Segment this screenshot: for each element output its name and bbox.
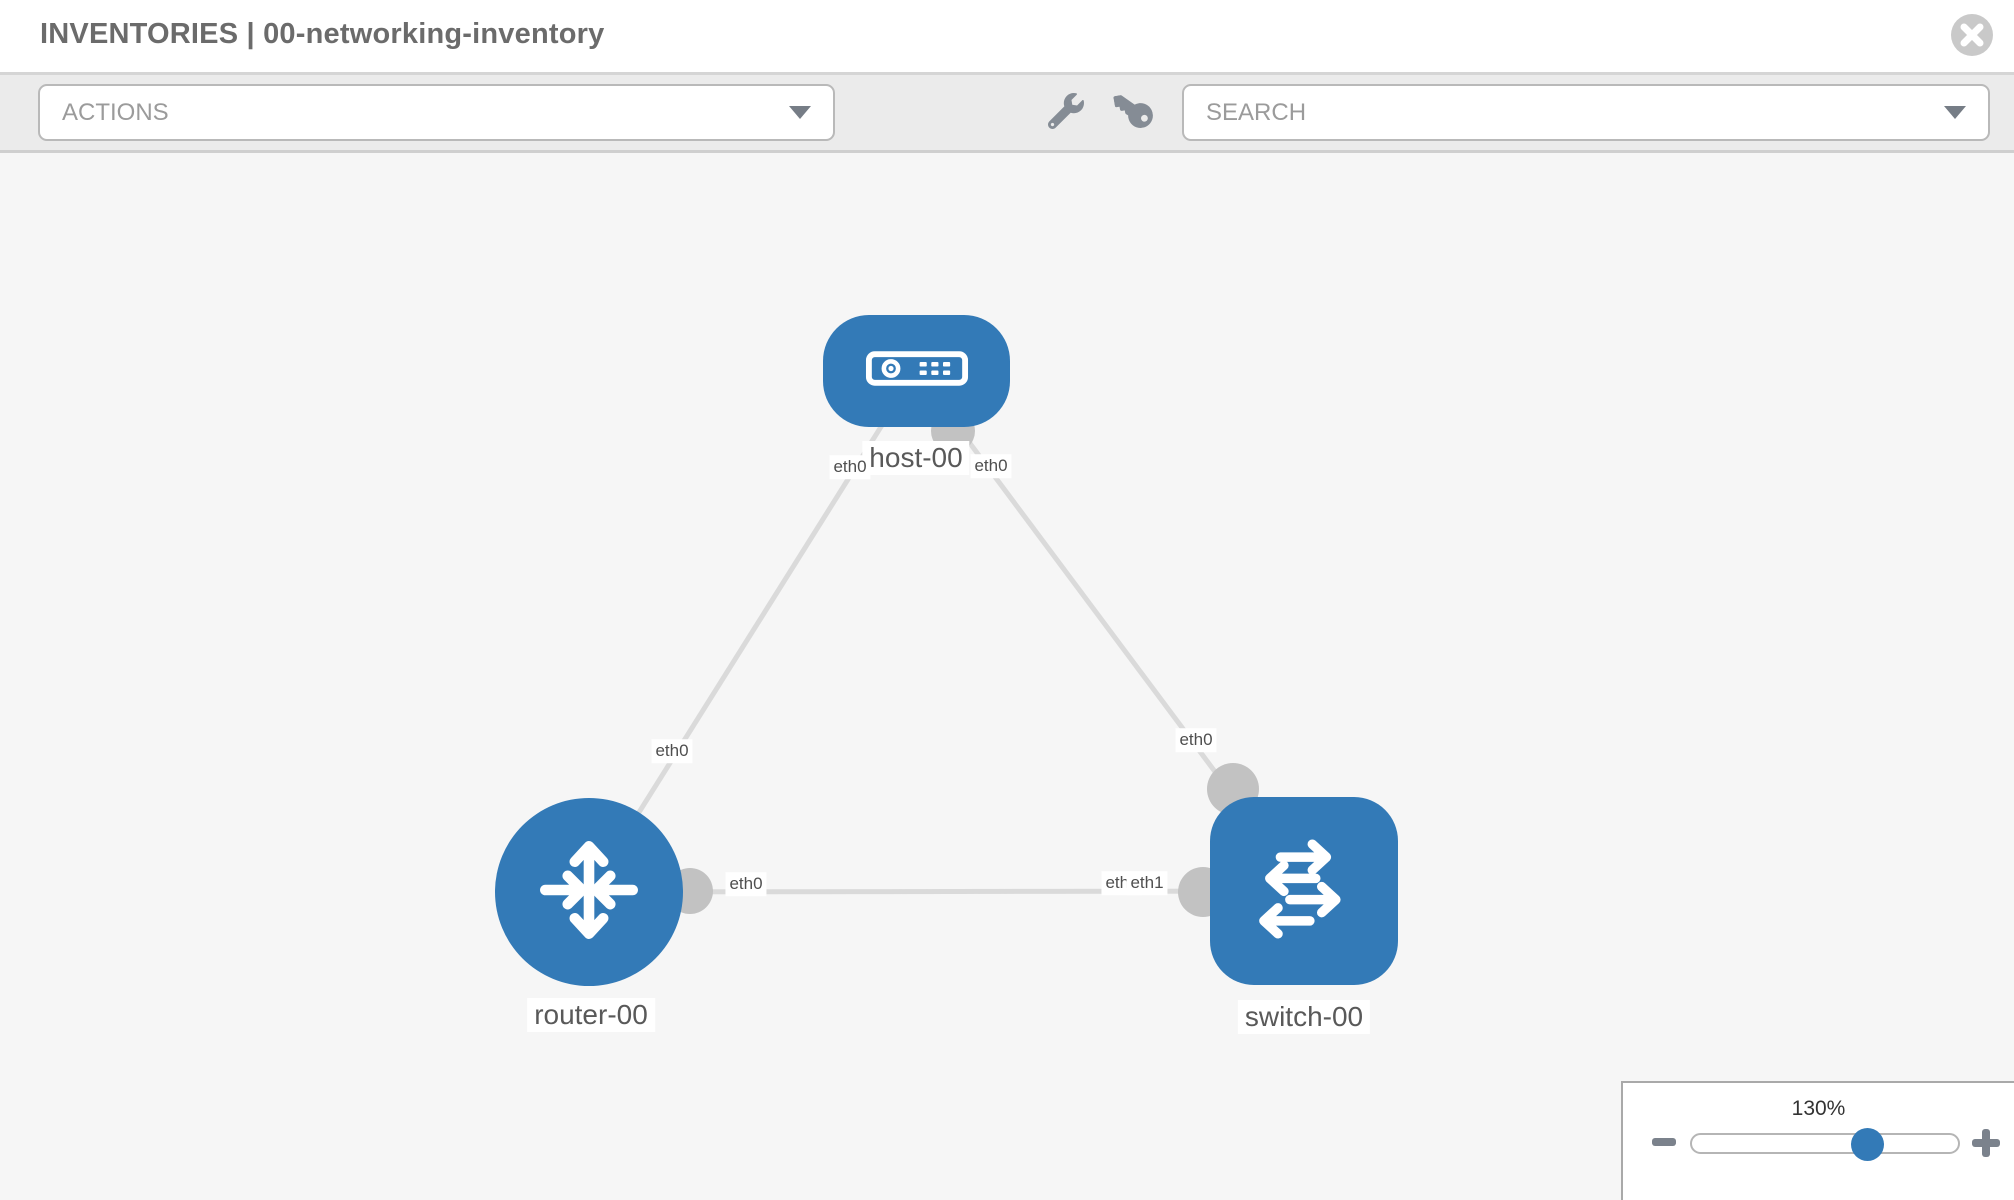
zoom-out-button[interactable] (1652, 1138, 1676, 1146)
page-title: INVENTORIES | 00-networking-inventory (40, 17, 605, 50)
wrench-icon (1047, 93, 1084, 132)
close-icon (1950, 14, 1994, 60)
interface-label: eth0 (970, 454, 1012, 478)
node-switch-00[interactable] (1210, 797, 1398, 985)
router-icon (530, 831, 648, 954)
search-dropdown-label: SEARCH (1206, 98, 1307, 126)
zoom-slider-track[interactable] (1690, 1128, 1960, 1161)
chevron-down-icon (789, 106, 811, 119)
key-button[interactable] (1113, 93, 1154, 133)
zoom-panel: 130% (1621, 1081, 2014, 1200)
wrench-button[interactable] (1046, 93, 1086, 133)
topology-canvas[interactable]: host-00 router-00 switch-00 eth0 eth0 et… (0, 153, 2014, 1200)
interface-label: eth0 (651, 739, 693, 763)
zoom-level: 130% (1791, 1097, 1846, 1120)
host-icon (865, 349, 969, 393)
node-host-00[interactable] (823, 315, 1010, 427)
close-button[interactable] (1950, 13, 1994, 57)
topology-links-layer (586, 369, 1307, 917)
zoom-in-button[interactable] (1972, 1129, 2000, 1157)
node-router-00[interactable] (495, 798, 683, 986)
interface-label: eth1 (1126, 871, 1168, 895)
node-label-router: router-00 (527, 998, 655, 1032)
page-header: INVENTORIES | 00-networking-inventory (0, 0, 2014, 75)
chevron-down-icon (1944, 106, 1966, 119)
actions-dropdown-label: ACTIONS (62, 98, 169, 126)
interface-label: eth0 (725, 872, 767, 896)
interface-label: eth0 (1175, 728, 1217, 752)
interface-label: eth0 (829, 455, 871, 479)
actions-dropdown[interactable]: ACTIONS (38, 84, 835, 141)
node-label-host: host-00 (862, 441, 970, 475)
key-icon (1113, 95, 1153, 132)
search-dropdown[interactable]: SEARCH (1182, 84, 1990, 141)
zoom-slider-thumb[interactable] (1851, 1128, 1884, 1161)
toolbar: ACTIONS SEARCH (0, 75, 2014, 153)
switch-icon (1245, 830, 1363, 953)
node-label-switch: switch-00 (1237, 1000, 1371, 1034)
